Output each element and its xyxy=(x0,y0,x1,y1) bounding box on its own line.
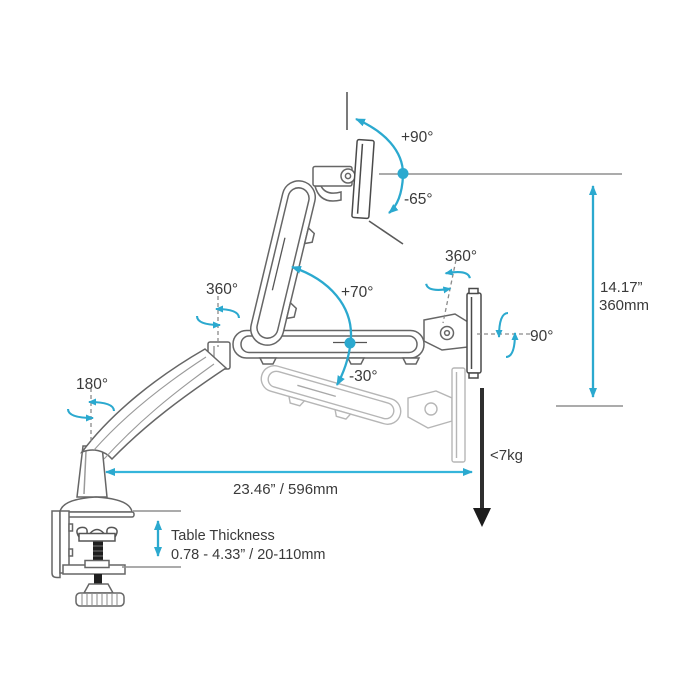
label-table-thickness: Table Thickness xyxy=(171,528,275,544)
rotation-ellipse-head xyxy=(425,268,471,294)
gas-spring-arm xyxy=(249,180,317,346)
riser-pole xyxy=(53,445,135,518)
label-reach: 23.46” / 596mm xyxy=(233,481,338,498)
annotations xyxy=(66,117,597,557)
label-monitor-tilt-down: -65° xyxy=(404,191,433,208)
rotation-axes xyxy=(90,259,530,441)
lift-arc xyxy=(291,265,353,386)
label-base-swivel: 180° xyxy=(76,376,108,393)
label-height-in: 14.17” xyxy=(600,279,643,296)
clamp-spring-bracket xyxy=(76,526,118,542)
rotation-ellipse-base xyxy=(66,398,116,422)
label-table-thickness-range: 0.78 - 4.33” / 20-110mm xyxy=(171,547,325,563)
label-max-weight: <7kg xyxy=(490,447,523,464)
tilt-arc-dot xyxy=(397,168,409,179)
vesa-plate-top xyxy=(351,138,375,220)
label-monitor-pivot: 90° xyxy=(530,328,553,345)
lift-arc-dot xyxy=(344,337,356,349)
base-dome xyxy=(59,496,133,513)
reference-lines xyxy=(122,92,623,568)
desk-clamp xyxy=(51,510,126,607)
weight-arrow xyxy=(473,388,491,527)
head-axis xyxy=(442,259,457,324)
vesa-plate-side xyxy=(466,292,482,374)
side-vesa-mount xyxy=(423,287,482,379)
clamp-washer xyxy=(84,559,110,569)
label-height-mm: 360mm xyxy=(599,297,649,314)
rotation-ellipse-pivot xyxy=(495,311,519,359)
label-monitor-tilt-up: +90° xyxy=(401,129,434,146)
clamp-screw-rod xyxy=(93,541,103,562)
tilt-down-ref xyxy=(368,220,404,245)
label-elbow-swivel: 360° xyxy=(206,281,238,298)
top-vesa-mount xyxy=(312,138,375,220)
lower-curved-arm xyxy=(79,348,228,461)
labels: +90° -65° 360° 90° +70° -30° 360° 180° 1… xyxy=(76,129,649,563)
label-arm-lift-down: -30° xyxy=(349,368,378,385)
label-head-swivel: 360° xyxy=(445,248,477,265)
label-arm-lift-up: +70° xyxy=(341,284,374,301)
clamp-knob-neck xyxy=(82,583,115,594)
rotation-ellipse-elbow xyxy=(195,305,241,329)
